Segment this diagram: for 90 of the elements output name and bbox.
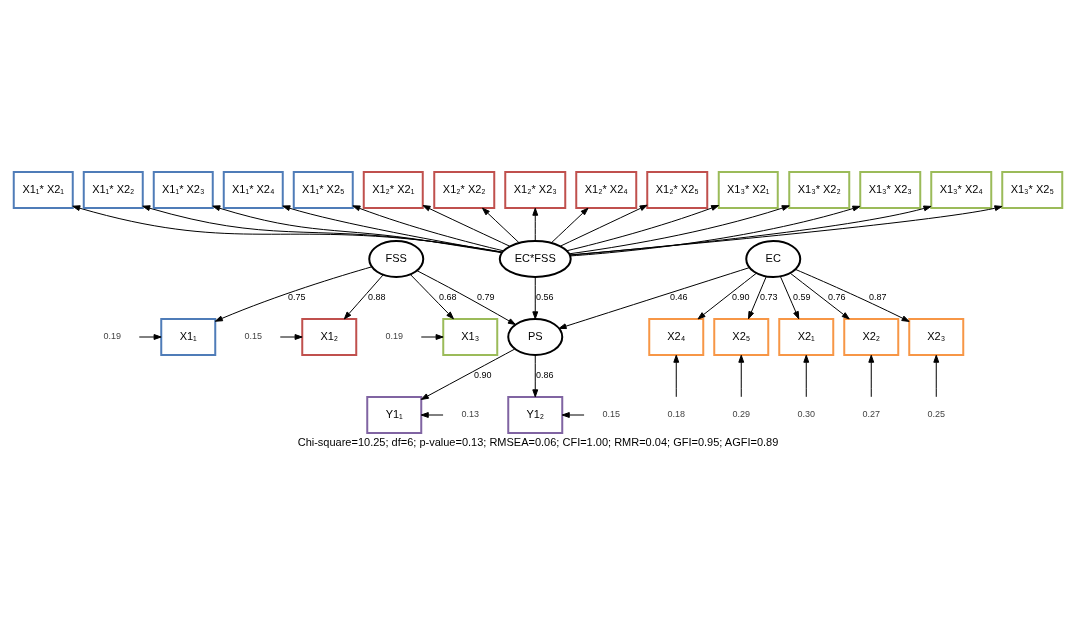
arrow bbox=[532, 207, 539, 241]
node-box: X1₂* X2₄ bbox=[575, 170, 638, 209]
caption: Chi-square=10.25; df=6; p-value=0.13; RMSEA=0.06; CFI=1.00; RMR=0.04; GFI=0.95; AGFI=0.89 bbox=[297, 435, 779, 448]
arrow bbox=[803, 354, 810, 397]
node-box: X1₁* X2₃ bbox=[152, 170, 214, 209]
edge-label: 0.56 bbox=[535, 291, 554, 302]
node-box: X1₃* X2₂ bbox=[788, 170, 851, 209]
arrow bbox=[422, 204, 511, 247]
edge-label: 0.90 bbox=[731, 291, 750, 302]
edge-label: 0.88 bbox=[367, 291, 386, 302]
arrow bbox=[532, 354, 539, 397]
arrow bbox=[868, 354, 875, 397]
arrow bbox=[560, 204, 648, 247]
node-box: X2₂ bbox=[843, 317, 900, 356]
node-box: X2₁ bbox=[778, 317, 835, 356]
node-box: X2₃ bbox=[908, 317, 965, 356]
arrow bbox=[138, 333, 162, 340]
node-box: X1₃* X2₃ bbox=[859, 170, 922, 209]
node-ellipse: FSS bbox=[368, 239, 425, 278]
arrow bbox=[532, 276, 539, 319]
arrow bbox=[570, 205, 861, 256]
arrow bbox=[558, 266, 750, 329]
node-text: 0.19 bbox=[385, 330, 404, 341]
node-ellipse: EC bbox=[745, 239, 802, 278]
arrow bbox=[420, 333, 444, 340]
arrow bbox=[933, 354, 940, 397]
arrow bbox=[416, 269, 516, 325]
edge-label: 0.90 bbox=[473, 369, 492, 380]
arrow bbox=[779, 275, 800, 319]
arrow bbox=[697, 272, 757, 319]
edge-label: 0.75 bbox=[287, 291, 306, 302]
arrow bbox=[420, 411, 444, 418]
node-box: X1₁* X2₄ bbox=[222, 170, 284, 209]
node-box: X2₄ bbox=[648, 317, 705, 356]
node-box: X1₁* X2₅ bbox=[292, 170, 354, 209]
edge-label: 0.68 bbox=[438, 291, 457, 302]
node-box: X1₃* X2₅ bbox=[1001, 170, 1064, 209]
node-box: X1₁ bbox=[160, 317, 217, 356]
arrow bbox=[214, 265, 373, 322]
arrow bbox=[352, 204, 504, 251]
node-text: 0.25 bbox=[927, 408, 946, 419]
node-box: X1₁* X2₁ bbox=[12, 170, 74, 209]
node-box: X2₅ bbox=[713, 317, 770, 356]
edge-label: 0.87 bbox=[868, 291, 887, 302]
arrow bbox=[561, 411, 585, 418]
arrow bbox=[550, 207, 589, 243]
arrow bbox=[282, 204, 503, 253]
arrow bbox=[566, 204, 720, 251]
arrow bbox=[72, 204, 503, 252]
arrow bbox=[789, 272, 850, 319]
arrow bbox=[279, 333, 303, 340]
arrow bbox=[410, 273, 454, 319]
edge-label: 0.76 bbox=[827, 291, 846, 302]
node-text: 0.15 bbox=[244, 330, 263, 341]
node-box: X1₂* X2₂ bbox=[433, 170, 496, 209]
edge-label: 0.46 bbox=[669, 291, 688, 302]
edge-label: 0.59 bbox=[792, 291, 811, 302]
node-box: X1₃* X2₁ bbox=[717, 170, 779, 209]
arrow bbox=[673, 354, 680, 397]
arrow bbox=[748, 275, 767, 319]
node-text: 0.13 bbox=[461, 408, 480, 419]
node-box: X1₂* X2₅ bbox=[646, 170, 709, 209]
arrow bbox=[569, 204, 1003, 255]
node-box: X1₁* X2₂ bbox=[82, 170, 144, 209]
node-box: X1₃* X2₄ bbox=[930, 170, 993, 209]
node-text: 0.19 bbox=[103, 330, 122, 341]
arrow bbox=[795, 268, 910, 322]
arrow bbox=[569, 205, 932, 256]
arrow bbox=[142, 204, 503, 253]
node-text: 0.27 bbox=[862, 408, 881, 419]
arrow bbox=[569, 204, 790, 254]
arrow bbox=[343, 274, 384, 319]
node-box: Y1₁ bbox=[366, 395, 423, 434]
node-ellipse: EC*FSS bbox=[498, 239, 572, 278]
arrow bbox=[482, 207, 520, 243]
node-text: 0.30 bbox=[797, 408, 816, 419]
arrow bbox=[420, 348, 516, 400]
arrow bbox=[212, 204, 503, 253]
arrow bbox=[738, 354, 745, 397]
node-box: Y1₂ bbox=[507, 395, 564, 434]
edge-label: 0.73 bbox=[759, 291, 778, 302]
node-text: 0.29 bbox=[732, 408, 751, 419]
edge-label: 0.79 bbox=[476, 291, 495, 302]
edge-label: 0.86 bbox=[535, 369, 554, 380]
node-text: 0.15 bbox=[602, 408, 621, 419]
node-text: 0.18 bbox=[667, 408, 686, 419]
node-box: X1₃ bbox=[442, 317, 499, 356]
node-box: X1₂* X2₁ bbox=[362, 170, 424, 209]
node-box: X1₂ bbox=[301, 317, 358, 356]
node-box: X1₂* X2₃ bbox=[504, 170, 567, 209]
